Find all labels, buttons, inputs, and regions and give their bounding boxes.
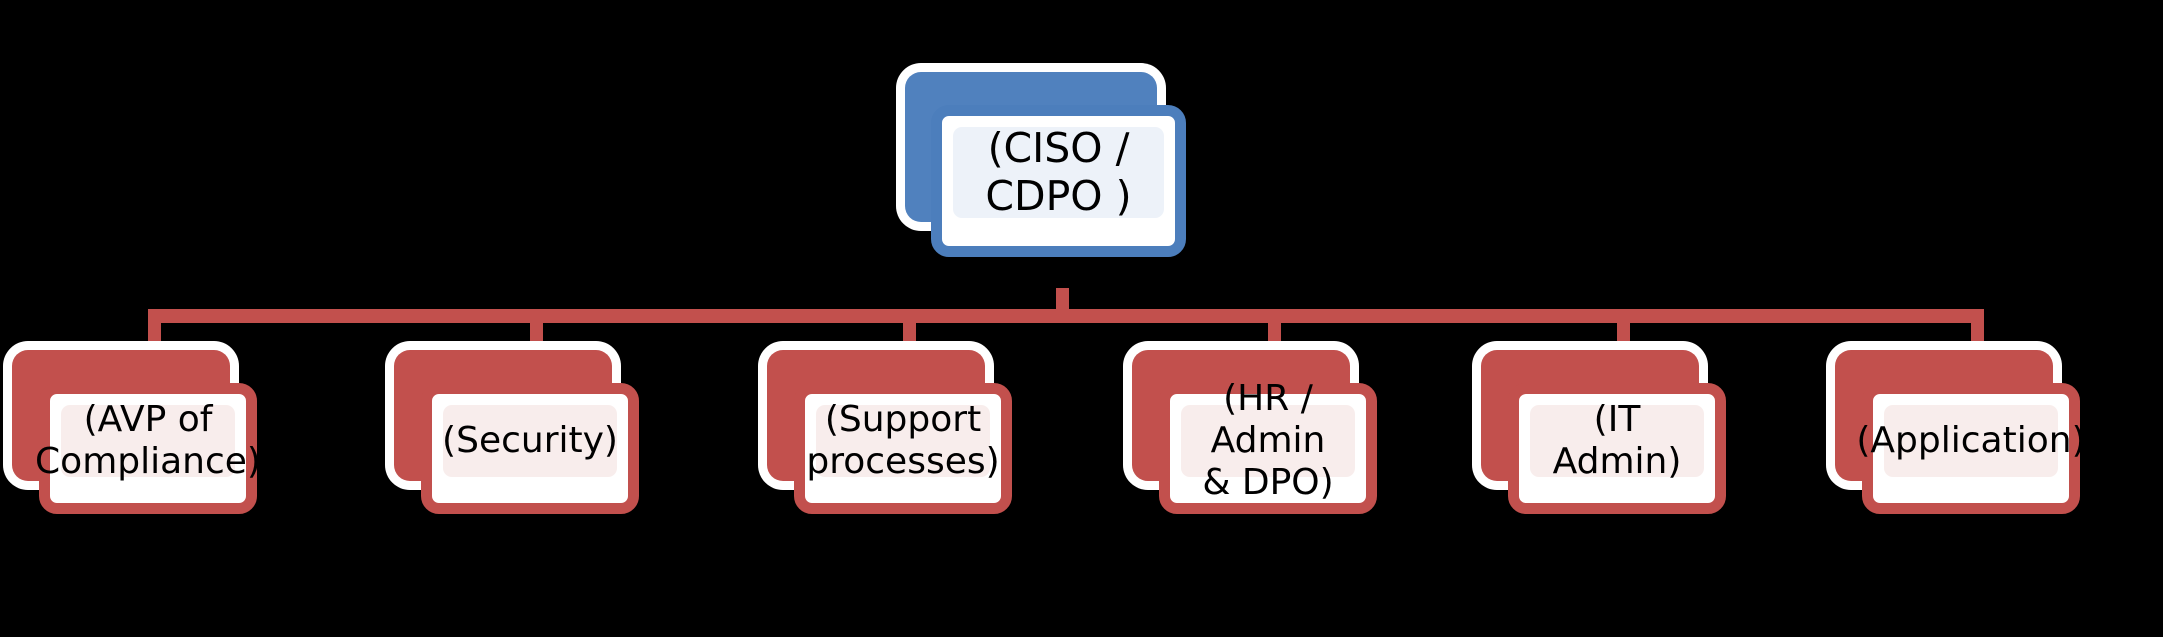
node-hr-admin-dpo[interactable]: (HR / Admin & DPO) — [1132, 350, 1388, 530]
connector-root-stem — [1056, 288, 1069, 314]
node-security[interactable]: (Security) — [394, 350, 650, 530]
node-front-plate: (Support processes) — [794, 383, 1012, 514]
node-inner-panel: (HR / Admin & DPO) — [1181, 378, 1355, 503]
node-it-admin[interactable]: (IT Admin) — [1481, 350, 1737, 530]
node-label: (CISO / CDPO ) — [985, 123, 1132, 220]
node-inner-panel: (AVP of Compliance) — [35, 399, 261, 482]
node-front-plate: (IT Admin) — [1508, 383, 1726, 514]
connector-drop-3 — [903, 318, 916, 348]
connector-drop-5 — [1617, 318, 1630, 348]
node-front-plate: (HR / Admin & DPO) — [1159, 378, 1377, 514]
node-front-plate: (Security) — [421, 383, 639, 514]
node-front-plate: (CISO / CDPO ) — [931, 105, 1186, 257]
connector-drop-4 — [1268, 318, 1281, 348]
node-inner-panel: (Application) — [1856, 405, 2086, 477]
node-front-plate: (Application) — [1856, 383, 2086, 514]
node-label: (Support processes) — [806, 399, 1000, 482]
node-inner-panel: (Security) — [442, 405, 618, 477]
node-inner-panel: (IT Admin) — [1530, 399, 1704, 482]
connector-drop-1 — [148, 318, 161, 348]
node-avp-compliance[interactable]: (AVP of Compliance) — [12, 350, 268, 530]
node-label: (HR / Admin & DPO) — [1202, 378, 1334, 503]
node-inner-panel: (Support processes) — [806, 399, 999, 482]
node-front-plate: (AVP of Compliance) — [35, 383, 261, 514]
node-support-processes[interactable]: (Support processes) — [767, 350, 1023, 530]
node-label: (Application) — [1856, 420, 2086, 462]
node-application[interactable]: (Application) — [1835, 350, 2091, 530]
node-ciso-cdpo[interactable]: (CISO / CDPO ) — [905, 72, 1195, 272]
node-label: (IT Admin) — [1552, 399, 1682, 482]
node-label: (Security) — [442, 420, 618, 462]
connector-drop-6 — [1971, 318, 1984, 348]
connector-drop-2 — [530, 318, 543, 348]
node-label: (AVP of Compliance) — [35, 399, 261, 482]
node-inner-panel: (CISO / CDPO ) — [953, 123, 1164, 220]
connector-horizontal-bus — [148, 309, 1984, 323]
